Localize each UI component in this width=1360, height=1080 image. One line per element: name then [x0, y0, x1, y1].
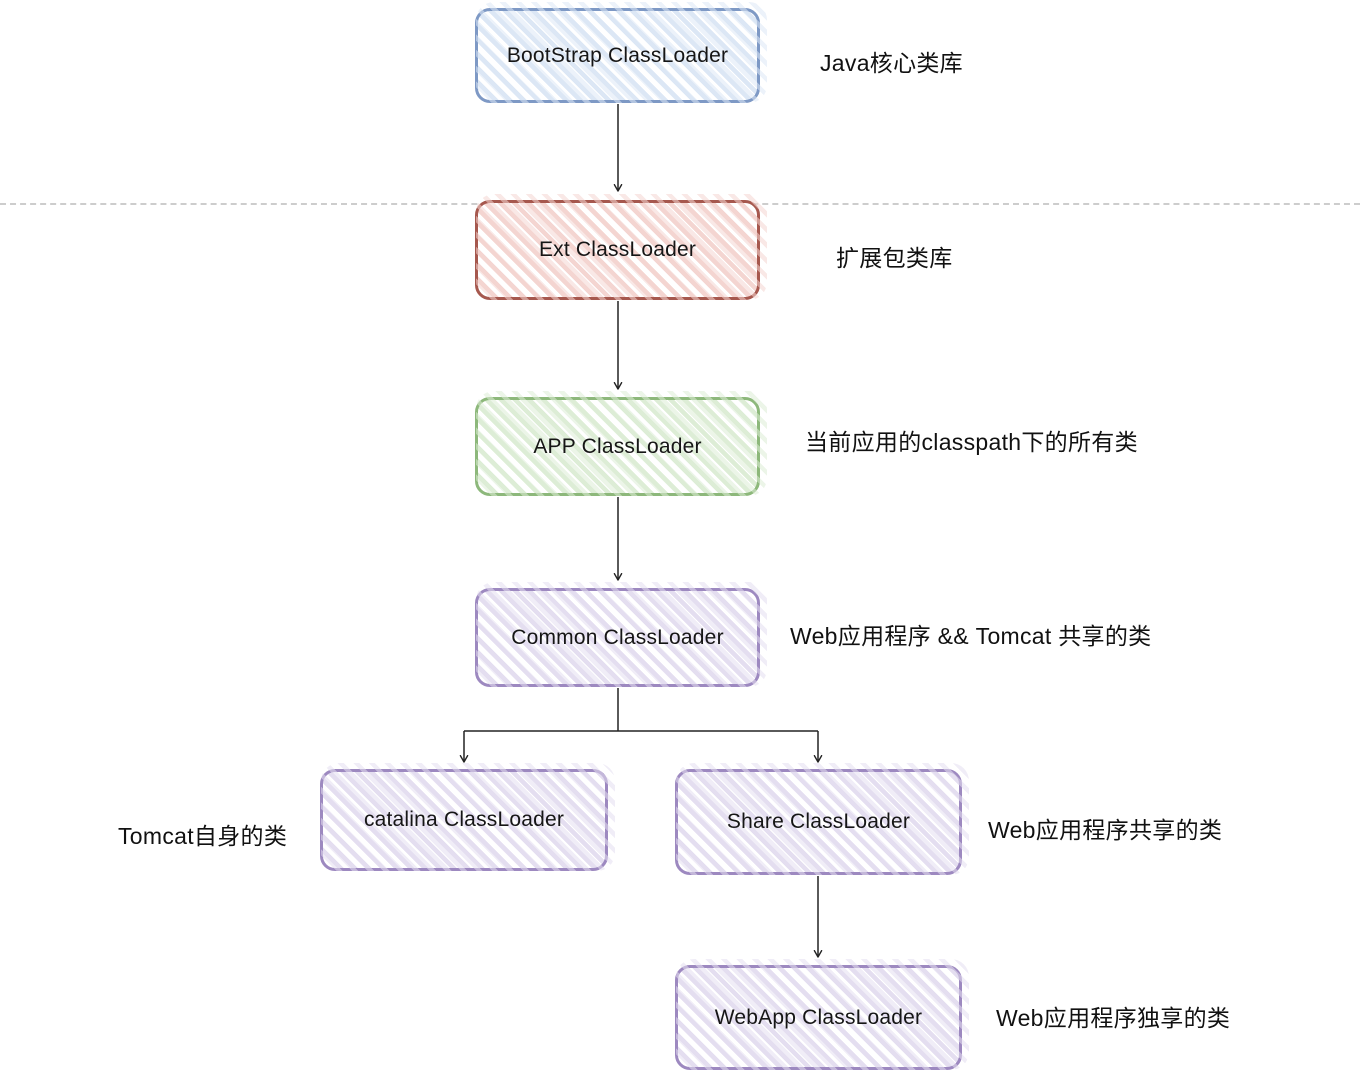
annotation-share: Web应用程序共享的类: [988, 817, 1223, 843]
node-bootstrap-label: BootStrap ClassLoader: [506, 43, 729, 67]
node-ext-label: Ext ClassLoader: [538, 238, 697, 261]
node-app-classloader: APP ClassLoader: [475, 391, 767, 496]
annotation-app: 当前应用的classpath下的所有类: [805, 429, 1138, 455]
annotation-ext: 扩展包类库: [836, 245, 953, 271]
node-common-label: Common ClassLoader: [511, 625, 724, 649]
node-ext-classloader: Ext ClassLoader: [475, 194, 767, 300]
node-webapp-classloader: WebApp ClassLoader: [675, 959, 969, 1070]
node-catalina-classloader: catalina ClassLoader: [320, 763, 615, 871]
annotation-webapp: Web应用程序独享的类: [996, 1005, 1231, 1031]
node-bootstrap-classloader: BootStrap ClassLoader: [475, 2, 767, 103]
node-share-classloader: Share ClassLoader: [675, 763, 969, 875]
annotation-catalina: Tomcat自身的类: [118, 823, 288, 849]
node-catalina-label: catalina ClassLoader: [363, 808, 565, 831]
annotation-common: Web应用程序 && Tomcat 共享的类: [790, 623, 1152, 649]
node-app-label: APP ClassLoader: [533, 434, 702, 458]
node-share-label: Share ClassLoader: [726, 810, 911, 833]
node-common-classloader: Common ClassLoader: [475, 582, 767, 687]
node-webapp-label: WebApp ClassLoader: [714, 1005, 923, 1029]
annotation-bootstrap: Java核心类库: [820, 50, 963, 76]
